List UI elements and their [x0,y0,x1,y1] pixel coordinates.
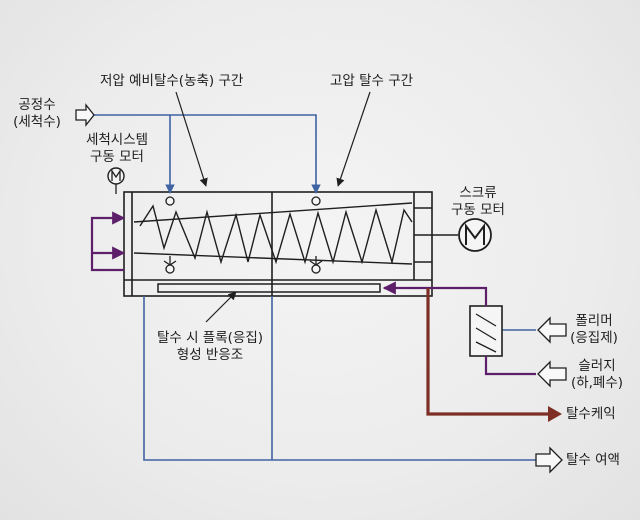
screw-shaft [133,202,413,265]
block-arrows [75,103,567,474]
screw-motor-label: 스크류 구동 모터 [451,185,505,218]
filtrate-line [143,296,536,461]
cake-label: 탈수케익 [566,406,616,422]
dewatering-housing [123,191,458,297]
polymer-arrow-icon [537,316,567,344]
process-water-arrow-icon [75,103,95,127]
cake-arrow-icon [548,406,562,422]
floc-reactor-label: 탈수 시 플록(응집) 형성 반응조 [156,330,264,363]
spray-nozzle-icons [163,196,323,274]
sludge-line [90,211,536,376]
sludge-label: 슬러지 (하,폐수) [570,358,624,391]
cake-line [426,288,550,416]
polymer-label: 폴리머 (응집제) [570,313,618,346]
process-water-line [92,114,321,194]
screw-motor-icon [458,218,492,252]
sludge-arrow-icon [537,360,567,388]
high-pressure-zone-label: 고압 탈수 구간 [330,73,414,89]
process-water-label: 공정수 (세척수) [13,97,61,130]
floc-reactor-tube [157,283,381,293]
low-pressure-zone-label: 저압 예비탈수(농축) 구간 [100,73,244,89]
leader-lines [175,91,371,323]
cleaning-motor-icon [107,167,125,194]
cleaning-motor-label: 세척시스템 구동 모터 [85,132,149,165]
filtrate-arrow-icon [535,446,563,474]
inline-mixer-icon [469,305,503,357]
filtrate-label: 탈수 여액 [566,452,620,468]
